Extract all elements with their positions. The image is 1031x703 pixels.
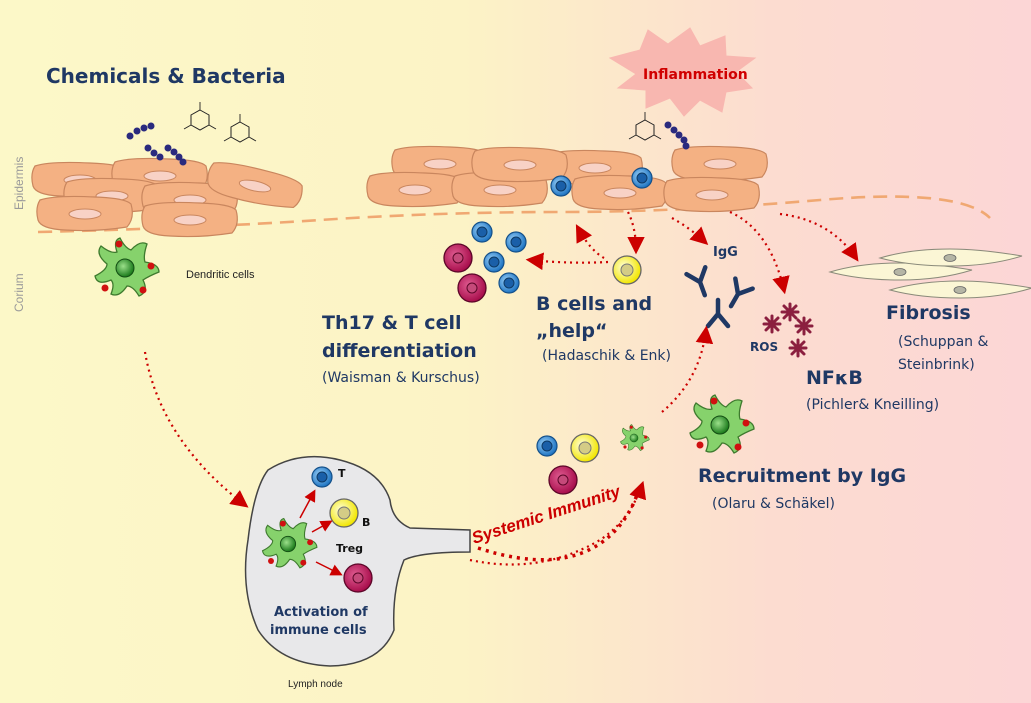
corium-label: Corium [12, 273, 26, 312]
nfkb-title: NFκB [806, 367, 863, 389]
activation-line2: immune cells [270, 623, 367, 638]
fibrosis-title: Fibrosis [886, 302, 971, 324]
b-cell-icon [570, 433, 600, 463]
recruitment-title: Recruitment by IgG [698, 465, 907, 487]
t-cell-icon [536, 435, 558, 457]
inflammation-burst [608, 27, 757, 117]
fibrosis-citation-line2: Steinbrink) [898, 357, 975, 373]
epidermis-label: Epidermis [12, 156, 26, 210]
lymph-t-label: T [338, 467, 346, 480]
lymph-node-icon [244, 455, 471, 667]
chemicals-title: Chemicals & Bacteria [46, 64, 286, 88]
bacteria-chain-icon [126, 121, 690, 166]
lymph-treg-label: Treg [336, 542, 364, 555]
th17-title-line1: Th17 & T cell [322, 312, 462, 334]
lymph-b-label: B [362, 516, 371, 529]
lymph-arrows [299, 489, 343, 576]
bcells-citation: (Hadaschik & Enk) [542, 348, 672, 364]
th17-citation: (Waisman & Kurschus) [322, 370, 480, 386]
bcells-title-line1: B cells and [536, 293, 653, 315]
bcells-title-line2: „help“ [536, 320, 608, 342]
activation-line1: Activation of [274, 605, 368, 620]
basement-membrane-line [37, 195, 991, 234]
t-cell-icon [311, 466, 333, 488]
dendritic-cells-label: Dendritic cells [186, 269, 255, 281]
treg-cell-icon [548, 465, 578, 495]
ros-label: ROS [750, 340, 779, 354]
fibrosis-citation-line1: (Schuppan & [898, 334, 989, 350]
lymph-node-label: Lymph node [288, 679, 343, 690]
recruitment-citation: (Olaru & Schäkel) [712, 496, 836, 512]
treg-cell-icon [343, 563, 373, 593]
inflammation-label: Inflammation [643, 67, 748, 83]
th17-title-line2: differentiation [322, 340, 477, 362]
igg-label: IgG [713, 245, 738, 260]
b-cell-icon [612, 255, 642, 285]
b-cell-icon [329, 498, 359, 528]
systemic-arrow [477, 485, 642, 562]
pathway-arrows [143, 210, 859, 566]
nfkb-citation: (Pichler& Kneilling) [806, 397, 940, 413]
